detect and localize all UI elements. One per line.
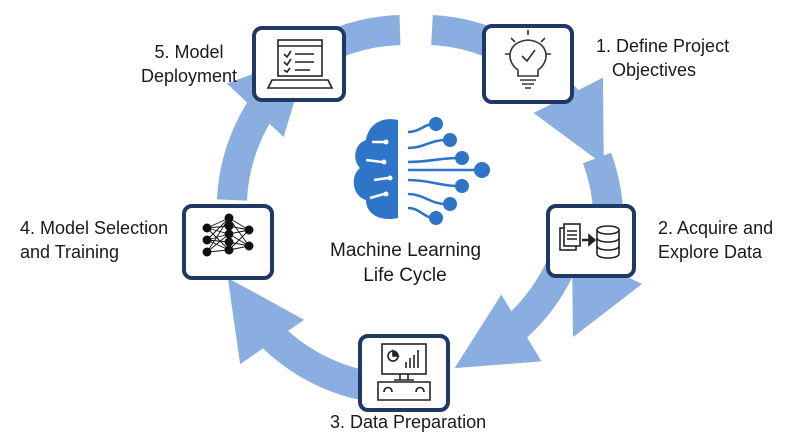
- step1-label: 1. Define Project Objectives: [596, 34, 729, 82]
- step4-icon-box: [182, 204, 274, 280]
- step5-label: 5. Model Deployment: [130, 40, 248, 88]
- step3-label: 3. Data Preparation: [330, 410, 486, 434]
- step4-label-line1: 4. Model Selection: [20, 218, 169, 238]
- step3-icon-box: [358, 334, 450, 412]
- center-title-line2: Life Cycle: [363, 265, 447, 286]
- step5-label-line2: Deployment: [140, 66, 238, 86]
- brain-network-icon: [353, 117, 490, 225]
- step2-icon-box: [546, 204, 636, 278]
- step1-label-line2: Objectives: [612, 60, 697, 80]
- step1-label-line1: 1. Define Project: [596, 36, 730, 56]
- step1-icon-box: [482, 24, 574, 104]
- arrow-step5-to-top: [334, 15, 401, 57]
- document-to-database-icon: [559, 223, 620, 259]
- laptop-checklist-icon: [266, 39, 334, 89]
- center-title: Machine Learning Life Cycle: [330, 238, 482, 288]
- neural-network-icon: [202, 213, 254, 257]
- step4-label-line2: and Training: [20, 242, 120, 262]
- step5-label-line1: 5. Model: [154, 42, 224, 62]
- step3-label-line1: 3. Data Preparation: [330, 412, 487, 432]
- arrow-step3-to-step4: [227, 277, 366, 400]
- center-title-line1: Machine Learning: [330, 240, 482, 261]
- step2-label-line2: Explore Data: [658, 242, 763, 262]
- step2-label: 2. Acquire and Explore Data: [658, 216, 773, 264]
- arrow-step2-to-step3: [454, 261, 574, 369]
- computer-workstation-icon: [377, 343, 431, 401]
- step2-label-line1: 2. Acquire and: [658, 218, 774, 238]
- step4-label: 4. Model Selection and Training: [20, 216, 168, 264]
- step5-icon-box: [252, 26, 346, 102]
- cycle-divider: [402, 10, 426, 52]
- lightbulb-icon: [505, 30, 551, 89]
